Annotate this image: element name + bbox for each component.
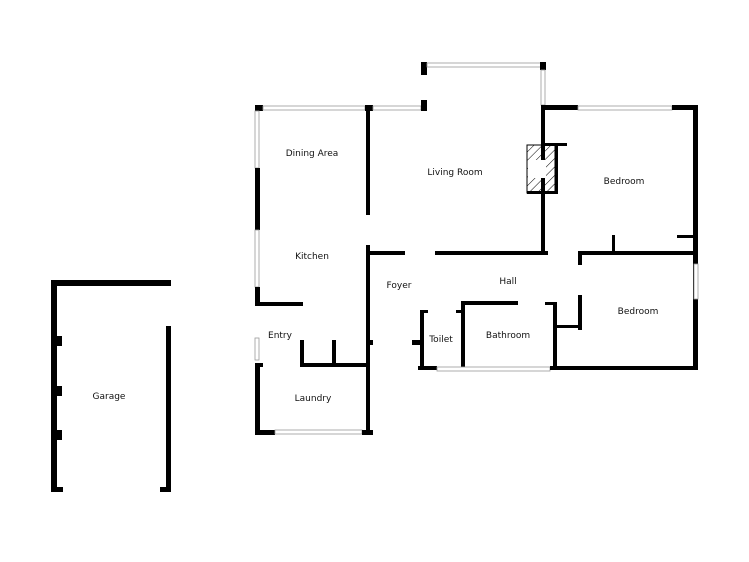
room-label-kitchen: Kitchen — [295, 252, 329, 262]
room-label-toilet: Toilet — [428, 335, 453, 345]
room-label-hall: Hall — [499, 277, 516, 287]
room-labels: Dining Area Living Room Bedroom Kitchen … — [93, 149, 659, 404]
walls — [51, 62, 699, 492]
room-label-entry: Entry — [268, 331, 293, 341]
room-label-laundry: Laundry — [295, 394, 332, 404]
room-label-bathroom: Bathroom — [486, 331, 530, 341]
room-label-foyer: Foyer — [387, 281, 412, 291]
room-label-garage: Garage — [93, 392, 126, 402]
room-label-living: Living Room — [427, 168, 482, 178]
room-label-bedroom-1: Bedroom — [604, 177, 645, 187]
room-label-dining: Dining Area — [286, 149, 339, 159]
room-label-bedroom-2: Bedroom — [618, 307, 659, 317]
